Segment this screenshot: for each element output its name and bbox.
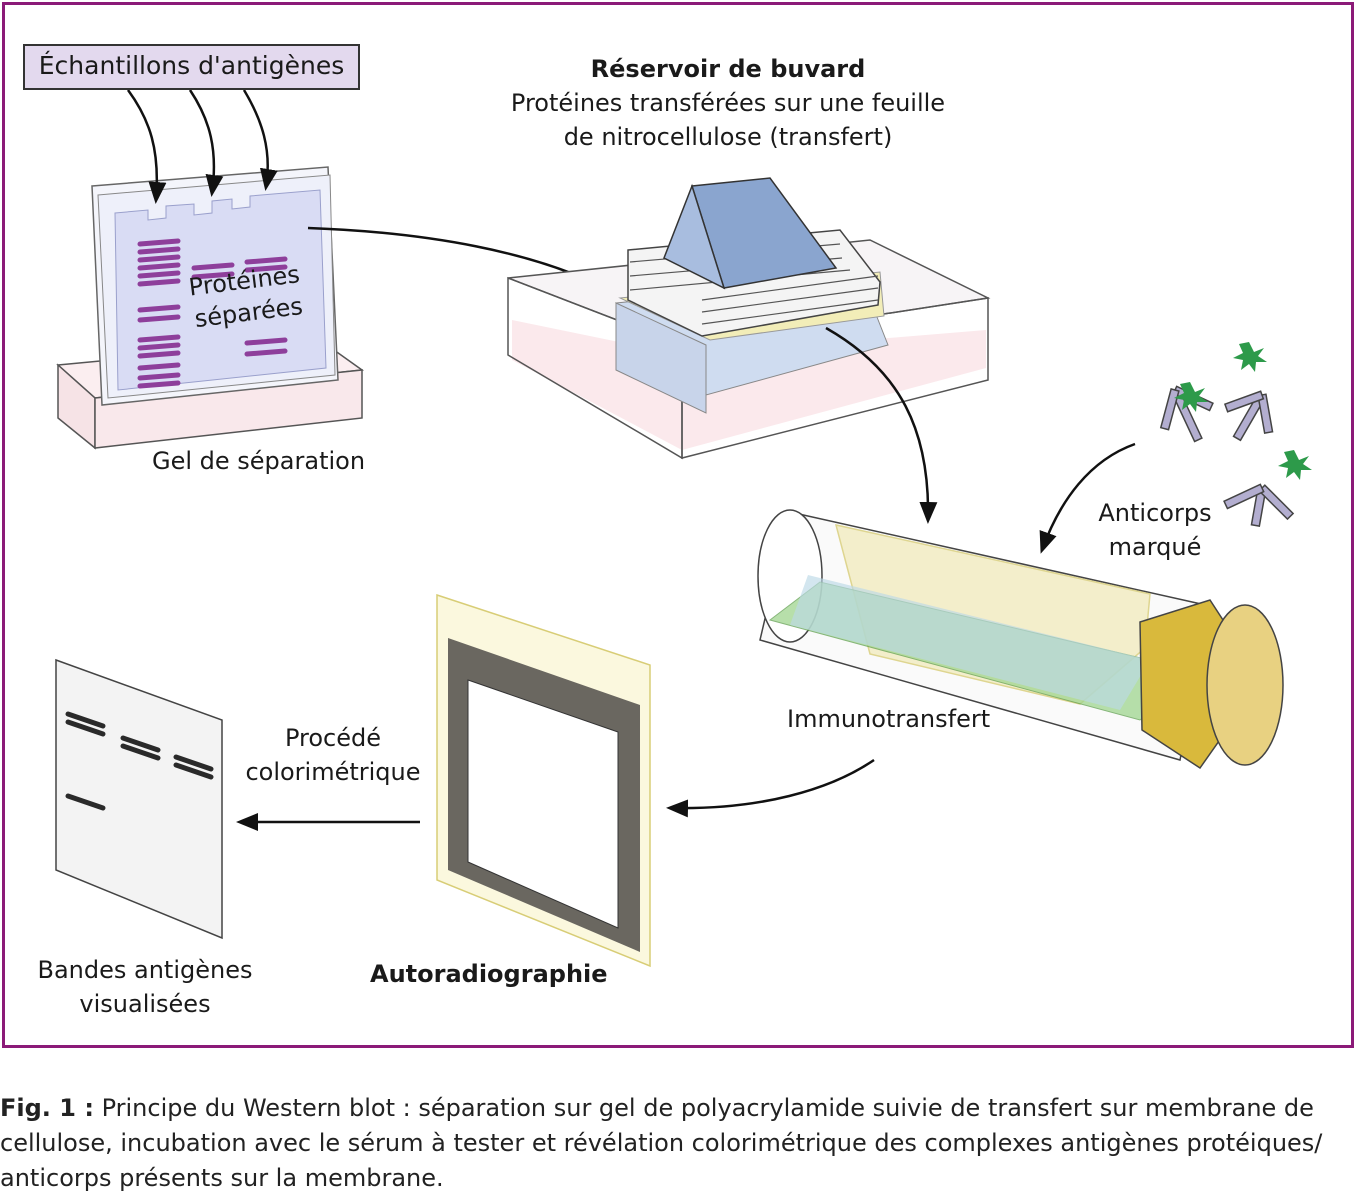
autoradiography-label: Autoradiographie — [370, 960, 608, 988]
caption-text: Principe du Western blot : séparation su… — [0, 1094, 1323, 1192]
reservoir-line3: de nitrocellulose (transfert) — [563, 123, 893, 151]
fluorescent-labels — [1174, 342, 1312, 480]
sample-arrows — [126, 89, 278, 204]
labeled-antibodies — [1159, 385, 1295, 527]
colorimetric-line1: Procédé — [284, 724, 382, 752]
arrow-reservoir-to-tube — [825, 326, 938, 524]
arrow-tube-to-film — [666, 758, 875, 818]
separated-proteins-label: Protéines séparées — [185, 258, 305, 335]
samples-label: Échantillons d'antigènes — [23, 44, 360, 90]
figure-caption: Fig. 1 : Principe du Western blot : sépa… — [0, 1091, 1358, 1196]
bands-line1: Bandes antigènes — [37, 956, 253, 984]
reservoir-caption: Réservoir de buvard Protéines transférée… — [478, 52, 978, 154]
gel-bands — [137, 238, 288, 389]
caption-label: Fig. 1 : — [0, 1094, 94, 1122]
visualized-membrane — [55, 658, 223, 940]
colorimetric-label: Procédé colorimétrique — [228, 721, 438, 789]
autoradiography-film — [436, 593, 651, 968]
immunotransfer-label: Immunotransfert — [787, 705, 991, 733]
blotting-reservoir — [507, 177, 991, 460]
bands-label: Bandes antigènes visualisées — [20, 953, 270, 1021]
reservoir-title: Réservoir de buvard — [590, 55, 866, 83]
antibody-line1: Anticorps — [1098, 499, 1212, 527]
bands-line2: visualisées — [79, 990, 211, 1018]
antibody-label: Anticorps marqué — [1075, 496, 1235, 564]
incubation-tube — [757, 509, 1284, 770]
colorimetric-line2: colorimétrique — [245, 758, 421, 786]
antibody-line2: marqué — [1108, 533, 1202, 561]
reservoir-line2: Protéines transférées sur une feuille — [510, 89, 946, 117]
separation-gel-label: Gel de séparation — [152, 447, 366, 475]
arrow-antibody-to-tube — [1039, 442, 1136, 554]
